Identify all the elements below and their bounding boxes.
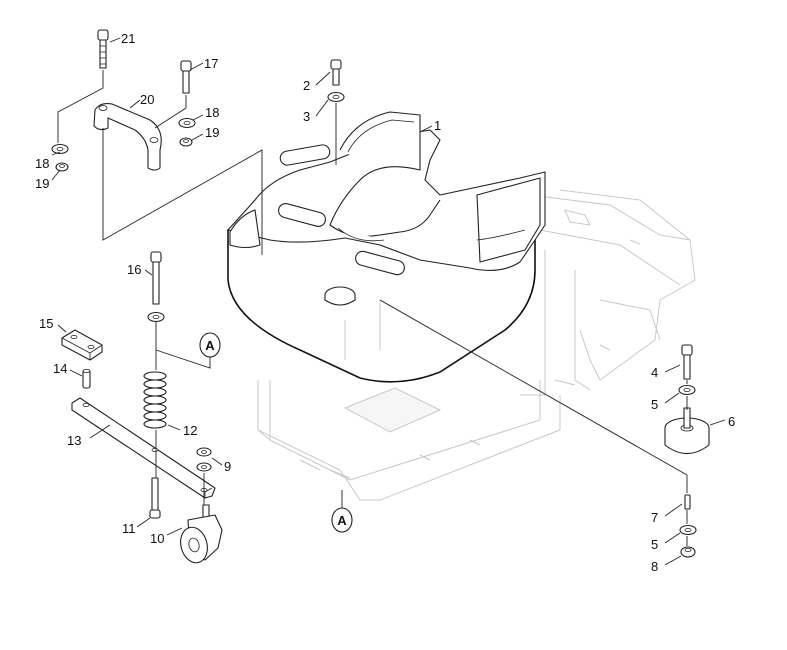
callout-labels: 21 17 20 18 19 18 19 2 3 1 4 5 6 7 5 8 9… bbox=[35, 31, 735, 574]
bolt-part-16 bbox=[150, 251, 162, 305]
callout-3: 3 bbox=[303, 109, 310, 124]
callout-11: 11 bbox=[122, 521, 136, 536]
assembly-lines bbox=[51, 37, 726, 566]
reference-mark-a-lower: A bbox=[331, 507, 353, 533]
bracket-part-20 bbox=[93, 103, 162, 171]
reference-mark-a-upper: A bbox=[199, 332, 221, 358]
callout-10: 10 bbox=[150, 531, 164, 546]
callout-5-top: 5 bbox=[651, 397, 658, 412]
bolt-part-11 bbox=[149, 477, 161, 519]
housing-part-1 bbox=[227, 111, 546, 383]
reference-mark-a-upper-text: A bbox=[205, 338, 215, 353]
washer-part-9-bottom bbox=[196, 462, 212, 472]
callout-19-right: 19 bbox=[205, 125, 219, 140]
pin-part-14 bbox=[82, 368, 91, 389]
callout-18-right: 18 bbox=[205, 105, 219, 120]
callout-19-left: 19 bbox=[35, 176, 49, 191]
nut-part-8 bbox=[680, 546, 696, 558]
callout-1: 1 bbox=[434, 118, 441, 133]
plate-part-13 bbox=[71, 397, 216, 499]
callout-12: 12 bbox=[183, 423, 197, 438]
callout-13: 13 bbox=[67, 433, 81, 448]
washer-part-18-left bbox=[51, 143, 69, 155]
bolt-part-17 bbox=[180, 60, 192, 94]
callout-21: 21 bbox=[121, 31, 135, 46]
bolt-part-21 bbox=[97, 29, 109, 69]
reference-mark-a-lower-text: A bbox=[337, 513, 347, 528]
pin-part-7 bbox=[684, 494, 691, 510]
callout-8: 8 bbox=[651, 559, 658, 574]
washer-part-16-below bbox=[147, 311, 165, 323]
callout-6: 6 bbox=[728, 414, 735, 429]
bolt-part-4 bbox=[681, 344, 693, 380]
washer-part-3 bbox=[327, 91, 345, 103]
nut-part-19-left bbox=[55, 162, 69, 172]
washer-part-5-top bbox=[678, 384, 696, 396]
washer-part-9-top bbox=[196, 447, 212, 457]
block-part-15 bbox=[61, 329, 103, 361]
callout-5-bottom: 5 bbox=[651, 537, 658, 552]
callout-2: 2 bbox=[303, 78, 310, 93]
callout-14: 14 bbox=[53, 361, 67, 376]
callout-20: 20 bbox=[140, 92, 154, 107]
callout-17: 17 bbox=[204, 56, 218, 71]
damper-part-6 bbox=[664, 407, 710, 455]
machine-frame-ghost bbox=[257, 189, 696, 501]
caster-part-10 bbox=[180, 504, 223, 564]
spring-part-12 bbox=[143, 371, 167, 429]
callout-15: 15 bbox=[39, 316, 53, 331]
callout-9: 9 bbox=[224, 459, 231, 474]
bolt-part-2 bbox=[330, 59, 342, 86]
callout-18-left: 18 bbox=[35, 156, 49, 171]
callout-16: 16 bbox=[127, 262, 141, 277]
washer-part-18-right bbox=[178, 117, 196, 129]
washer-part-5-bottom bbox=[679, 524, 697, 536]
callout-4: 4 bbox=[651, 365, 658, 380]
nut-part-19-right bbox=[179, 137, 193, 147]
callout-7: 7 bbox=[651, 510, 658, 525]
